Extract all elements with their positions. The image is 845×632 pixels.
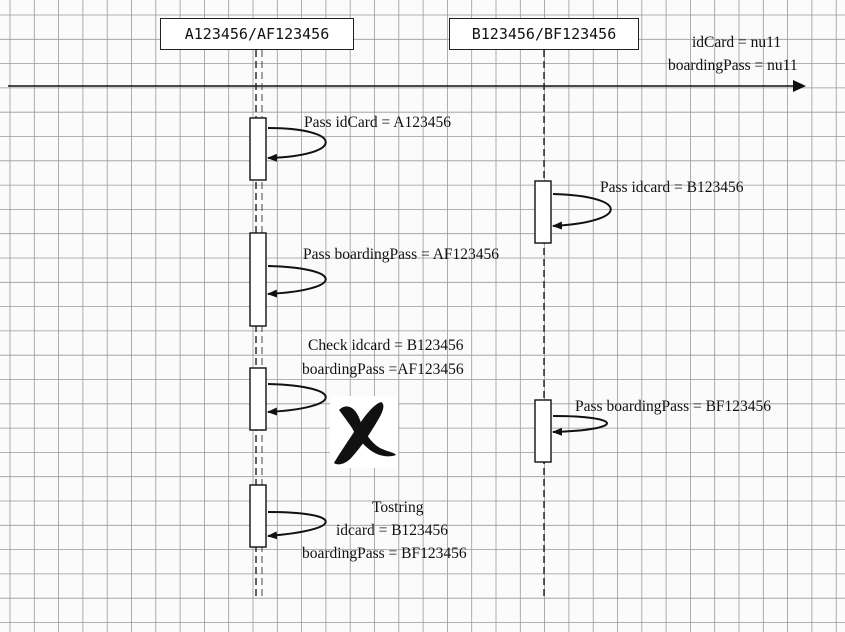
activation-box — [249, 367, 267, 431]
message-label: boardingPass =AF123456 — [302, 361, 464, 378]
x-mark-icon — [330, 396, 398, 468]
self-message-arrow — [267, 265, 327, 298]
initial-idcard-label: idCard = nu11 — [692, 34, 782, 51]
message-label: Pass boardingPass = AF123456 — [303, 246, 500, 263]
lifeline-head-a: A123456/AF123456 — [160, 18, 354, 50]
activation-box — [249, 117, 267, 181]
self-message-arrow — [267, 511, 327, 540]
lifeline-head-b: B123456/BF123456 — [449, 18, 639, 50]
activation-box — [534, 399, 552, 463]
self-message-arrow — [552, 193, 612, 230]
self-message-arrow — [552, 415, 608, 436]
message-label: boardingPass = BF123456 — [302, 545, 467, 562]
activation-box — [249, 232, 267, 327]
message-label: Pass boardingPass = BF123456 — [575, 398, 772, 415]
activation-box — [534, 180, 552, 244]
message-label: Pass idcard = B123456 — [600, 179, 744, 196]
initial-boardingpass-label: boardingPass = nu11 — [668, 57, 798, 74]
activation-box — [249, 484, 267, 548]
self-message-arrow — [267, 383, 327, 416]
message-label: Pass idCard = A123456 — [304, 114, 451, 131]
message-label: Check idcard = B123456 — [308, 337, 464, 354]
timeline-arrowhead — [793, 80, 806, 92]
message-label: idcard = B123456 — [336, 522, 449, 539]
message-label: Tostring — [372, 499, 424, 516]
self-message-arrow — [267, 127, 327, 162]
